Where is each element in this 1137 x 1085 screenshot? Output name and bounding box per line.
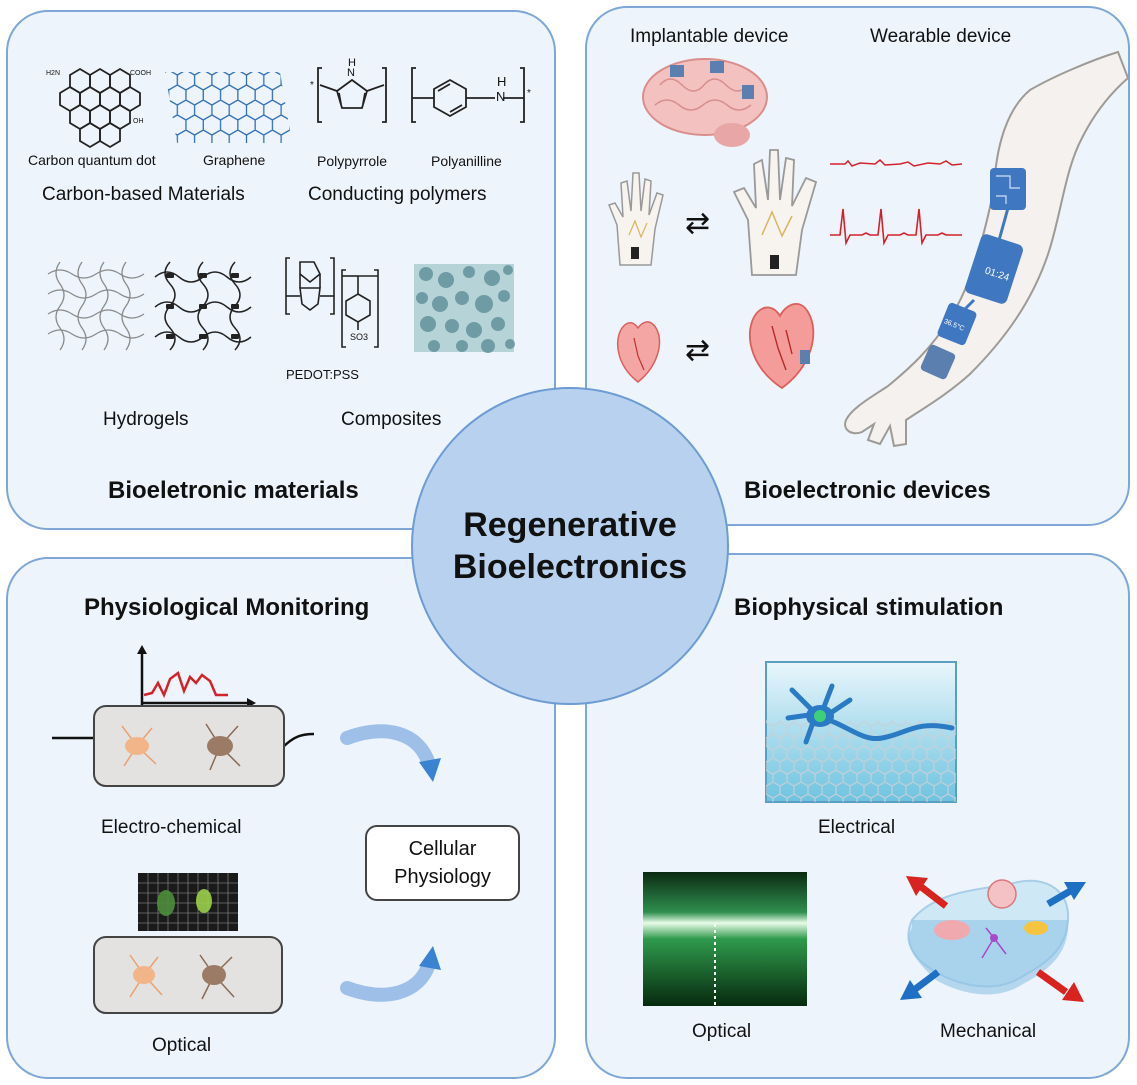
cellular-physiology-line2: Physiology <box>394 866 491 888</box>
polyaniline-n-label: N <box>496 89 506 104</box>
polypyrrole-label: Polypyrrole <box>317 153 388 169</box>
chem-label-cooh: COOH <box>130 70 151 77</box>
heart-switch-arrows: ⇄ <box>685 334 711 367</box>
hand-switch-arrows: ⇄ <box>685 207 711 240</box>
signal-graph <box>137 645 256 708</box>
pedot-pss-structure <box>285 257 379 348</box>
curved-arrow-up <box>340 946 441 1002</box>
polypyrrole-h-label: H <box>348 57 356 69</box>
center-circle <box>411 387 729 705</box>
ecg-signal-small <box>830 158 963 167</box>
mechanical-stretch-substrate <box>900 876 1086 1002</box>
curved-arrow-down <box>340 724 441 782</box>
polypyrrole-structure <box>317 67 387 123</box>
hydrogels-label: Hydrogels <box>103 409 189 430</box>
optical-stimulation-image <box>643 872 807 1006</box>
cellular-physiology-line1: Cellular <box>408 838 477 860</box>
devices-heading: Bioelectronic devices <box>744 477 991 504</box>
electrochemical-chip <box>52 705 315 787</box>
composite-micrograph <box>414 264 515 353</box>
polyaniline-structure <box>411 67 525 123</box>
optical-imaging-grid <box>138 873 238 931</box>
composites-label: Composites <box>341 409 442 430</box>
mechanical-label: Mechanical <box>940 1021 1037 1042</box>
pss-so3-label: SO3 <box>350 332 369 342</box>
polymer-star-left: * <box>310 80 314 91</box>
materials-heading: Bioeletronic materials <box>108 477 359 504</box>
hand-small <box>608 172 664 266</box>
electro-chemical-label: Electro-chemical <box>101 817 242 838</box>
center-title-line2: Bioelectronics <box>452 548 688 586</box>
electrical-label: Electrical <box>818 817 896 838</box>
arm-with-wearable-device: 01:24 36.5°C <box>844 50 1130 448</box>
wearable-device-label: Wearable device <box>870 26 1012 47</box>
polyaniline-h-label: H <box>497 74 507 89</box>
implantable-device-label: Implantable device <box>630 26 789 47</box>
pedot-pss-label: PEDOT:PSS <box>286 367 359 382</box>
crosslinked-hydrogel-network <box>154 261 252 351</box>
brain-with-implant <box>642 58 768 147</box>
chem-label-oh: OH <box>133 118 144 125</box>
polypyrrole-nh-label: N <box>347 67 355 79</box>
heart-small <box>616 321 661 383</box>
graphene-label: Graphene <box>203 152 266 168</box>
center-title-line1: Regenerative <box>463 506 677 544</box>
stimulation-optical-label: Optical <box>692 1021 752 1042</box>
graphene-sheet <box>165 72 292 143</box>
conducting-polymers-label: Conducting polymers <box>308 184 487 205</box>
hydrogel-network <box>47 261 145 351</box>
cellular-physiology-box: Cellular Physiology <box>365 825 520 901</box>
polymer-star-right: * <box>527 88 531 99</box>
monitoring-optical-label: Optical <box>152 1035 212 1056</box>
chem-label-h2n: H2N <box>46 70 61 77</box>
hand-large <box>732 149 818 276</box>
polyanilline-label: Polyanilline <box>431 153 502 169</box>
monitoring-heading: Physiological Monitoring <box>84 594 370 621</box>
carbon-quantum-dot-label: Carbon quantum dot <box>28 152 156 168</box>
neuron-on-graphene <box>765 661 957 803</box>
carbon-quantum-dot-structure <box>59 67 141 149</box>
heart-large <box>748 303 815 390</box>
stimulation-heading: Biophysical stimulation <box>734 594 1004 621</box>
optical-chip <box>93 936 283 1014</box>
carbon-based-label: Carbon-based Materials <box>42 184 245 205</box>
ecg-signal-large <box>830 208 962 246</box>
